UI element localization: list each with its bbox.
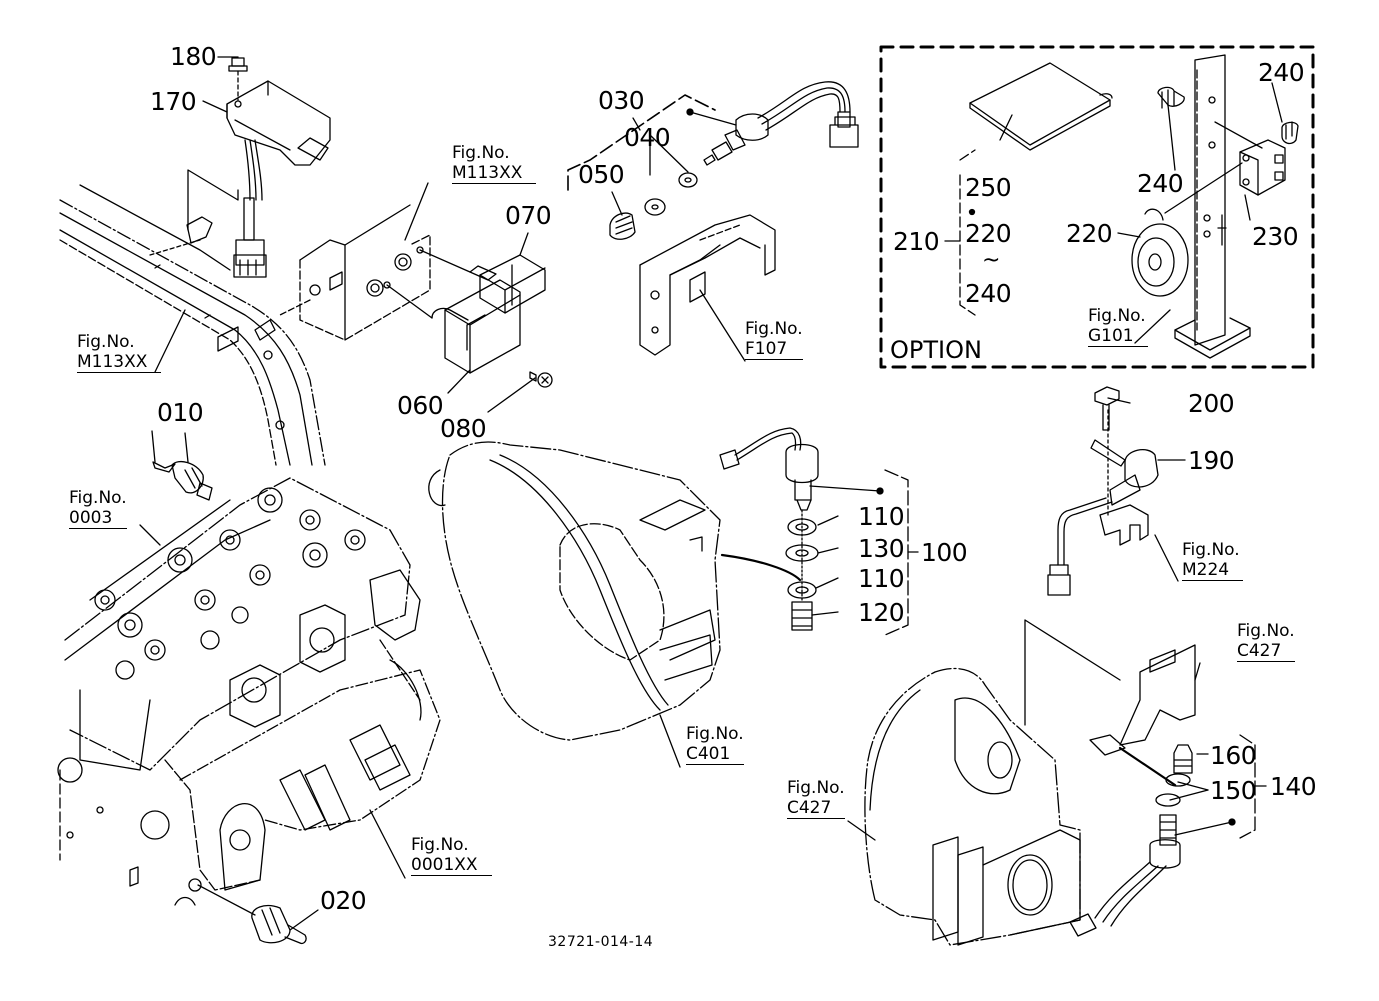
temp-sensor-010: [152, 432, 213, 501]
fig-ref-f107[interactable]: Fig.No. F107: [745, 319, 803, 360]
callout-130[interactable]: 130: [858, 534, 905, 563]
callout-040[interactable]: 040: [624, 123, 671, 152]
callout-160[interactable]: 160: [1210, 741, 1257, 770]
relays: [386, 249, 553, 388]
document-number: 32721-014-14: [548, 934, 654, 950]
callout-150[interactable]: 150: [1210, 776, 1257, 805]
fig-ref-code: M113XX: [77, 352, 162, 373]
switch-100: [719, 427, 909, 636]
fig-ref-0001xx[interactable]: Fig.No. 0001XX: [411, 835, 492, 876]
control-unit-170: [187, 57, 331, 278]
fig-ref-m113xx-left[interactable]: Fig.No. M113XX: [77, 332, 162, 373]
callout-220[interactable]: 220: [1066, 219, 1113, 248]
range-separator: ~: [982, 248, 1001, 273]
callout-100[interactable]: 100: [921, 538, 968, 567]
bolts-240: [1157, 86, 1299, 145]
fig-ref-prefix: Fig.No.: [1182, 540, 1240, 560]
callout-010[interactable]: 010: [157, 398, 204, 427]
fig-ref-code: C427: [787, 798, 846, 819]
callout-060[interactable]: 060: [397, 391, 444, 420]
cylinder-head: [64, 477, 421, 771]
transmission-case-c427: [864, 619, 1121, 946]
callout-080[interactable]: 080: [440, 414, 487, 443]
fig-ref-prefix: Fig.No.: [1088, 306, 1146, 326]
callout-110[interactable]: 110: [858, 502, 905, 531]
callout-210[interactable]: 210: [893, 227, 940, 256]
stand-g101: [1174, 54, 1251, 359]
fig-ref-c401[interactable]: Fig.No. C401: [686, 724, 745, 765]
callout-030[interactable]: 030: [598, 86, 645, 115]
fig-ref-prefix: Fig.No.: [745, 319, 803, 339]
fig-ref-code: C427: [1237, 641, 1296, 662]
fig-ref-0003[interactable]: Fig.No. 0003: [69, 488, 127, 529]
callout-140[interactable]: 140: [1270, 772, 1317, 801]
ref-dot: [686, 108, 694, 116]
callout-240-b[interactable]: 240: [1258, 58, 1305, 87]
fig-ref-c427-right[interactable]: Fig.No. C427: [1237, 621, 1296, 662]
fig-ref-code: M224: [1182, 560, 1244, 581]
fig-ref-code: F107: [745, 339, 803, 360]
frame-rail: [59, 184, 326, 466]
fig-ref-prefix: Fig.No.: [77, 332, 135, 352]
fig-ref-g101[interactable]: Fig.No. G101: [1088, 306, 1148, 347]
callout-180[interactable]: 180: [170, 42, 217, 71]
fig-ref-prefix: Fig.No.: [452, 143, 510, 163]
fig-ref-m224[interactable]: Fig.No. M224: [1182, 540, 1244, 581]
fig-ref-prefix: Fig.No.: [411, 835, 469, 855]
range-dot: [968, 208, 976, 216]
option-bracket-range: [944, 149, 976, 316]
manual-250: [969, 62, 1113, 151]
option-box-border: [879, 45, 1315, 369]
switch-030: [609, 81, 859, 240]
pressure-switch-020: [197, 884, 307, 945]
flywheel-housing-c401: [428, 441, 721, 741]
fig-ref-code: G101: [1088, 326, 1148, 347]
horn-220: [1131, 162, 1243, 297]
fig-ref-c427-left[interactable]: Fig.No. C427: [787, 778, 846, 819]
range-start-250: 250: [965, 173, 1012, 202]
bracket-f107: [639, 214, 776, 356]
switch-140: [1069, 734, 1256, 937]
fig-ref-code: M113XX: [452, 163, 537, 184]
engine-block: [57, 639, 441, 906]
fig-ref-prefix: Fig.No.: [69, 488, 127, 508]
option-title: OPTION: [890, 336, 982, 364]
fig-ref-code: 0001XX: [411, 855, 492, 876]
fig-ref-prefix: Fig.No.: [787, 778, 845, 798]
group-bracket-030: [567, 94, 716, 191]
callout-070[interactable]: 070: [505, 201, 552, 230]
callout-200[interactable]: 200: [1188, 389, 1235, 418]
fig-ref-code: 0003: [69, 508, 127, 529]
fig-ref-code: C401: [686, 744, 745, 765]
ref-dot: [876, 487, 884, 495]
callout-170[interactable]: 170: [150, 87, 197, 116]
bracket-c427: [1089, 644, 1196, 756]
callout-240-a[interactable]: 240: [1137, 169, 1184, 198]
fig-ref-prefix: Fig.No.: [1237, 621, 1295, 641]
range-end-240: 240: [965, 279, 1012, 308]
fig-ref-m113xx-top[interactable]: Fig.No. M113XX: [452, 143, 537, 184]
callout-020[interactable]: 020: [320, 886, 367, 915]
fig-ref-prefix: Fig.No.: [686, 724, 744, 744]
callout-190[interactable]: 190: [1188, 446, 1235, 475]
range-mid-220: 220: [965, 219, 1012, 248]
leader-lines: [139, 56, 1283, 931]
sensor-190: [1047, 386, 1159, 596]
ref-dot: [1228, 818, 1236, 826]
callout-230[interactable]: 230: [1252, 222, 1299, 251]
relay-bracket: [279, 204, 431, 341]
callout-120[interactable]: 120: [858, 598, 905, 627]
bracket-230: [1214, 121, 1286, 196]
callout-050[interactable]: 050: [578, 160, 625, 189]
callout-110-b[interactable]: 110: [858, 564, 905, 593]
